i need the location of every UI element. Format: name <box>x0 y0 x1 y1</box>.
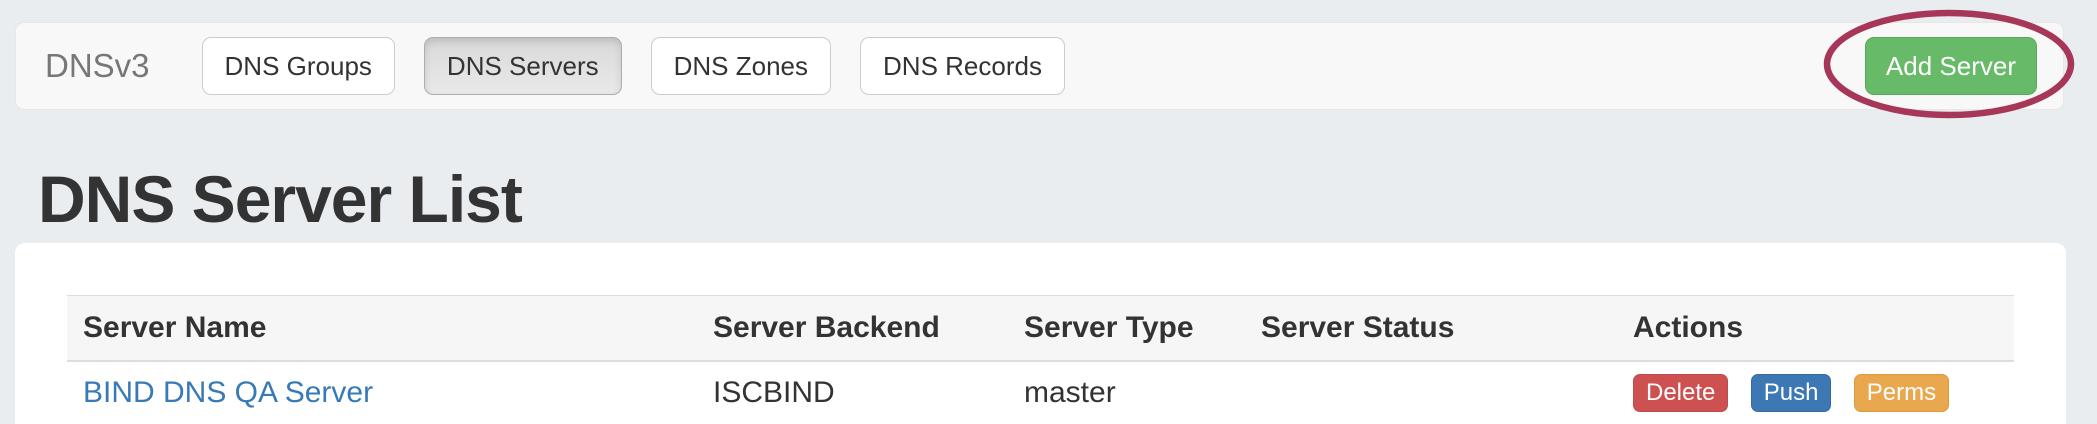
page-title: DNS Server List <box>38 162 523 236</box>
column-header-server-backend: Server Backend <box>697 295 1008 362</box>
cell-server-status <box>1245 361 1617 424</box>
server-name-link[interactable]: BIND DNS QA Server <box>83 376 374 410</box>
brand-dnsv3[interactable]: DNSv3 <box>45 47 150 84</box>
cell-server-backend: ISCBIND <box>713 376 835 410</box>
cell-server-type: master <box>1024 376 1116 410</box>
nav-button-dns-records[interactable]: DNS Records <box>860 37 1065 95</box>
server-table: Server Name Server Backend Server Type S… <box>67 295 2014 424</box>
push-button[interactable]: Push <box>1750 374 1832 413</box>
cell-actions: Delete Push Perms <box>1617 361 2014 424</box>
column-header-server-name: Server Name <box>67 295 697 362</box>
nav-button-dns-zones[interactable]: DNS Zones <box>650 37 832 95</box>
table-header-row: Server Name Server Backend Server Type S… <box>67 295 2014 362</box>
nav-button-dns-servers[interactable]: DNS Servers <box>423 37 622 95</box>
column-header-server-type: Server Type <box>1008 295 1245 362</box>
column-header-actions: Actions <box>1617 295 2014 362</box>
delete-button[interactable]: Delete <box>1633 374 1729 413</box>
perms-button[interactable]: Perms <box>1853 374 1950 413</box>
column-header-server-status: Server Status <box>1245 295 1617 362</box>
table-row: BIND DNS QA Server ISCBIND master Delete… <box>67 361 2014 424</box>
nav-button-group: DNS Groups DNS Servers DNS Zones DNS Rec… <box>201 37 1065 95</box>
add-server-button[interactable]: Add Server <box>1864 37 2037 95</box>
navbar: DNSv3 DNS Groups DNS Servers DNS Zones D… <box>15 22 2064 110</box>
server-list-card: Server Name Server Backend Server Type S… <box>15 243 2066 424</box>
nav-button-dns-groups[interactable]: DNS Groups <box>201 37 395 95</box>
cell-server-name: BIND DNS QA Server <box>67 361 697 424</box>
